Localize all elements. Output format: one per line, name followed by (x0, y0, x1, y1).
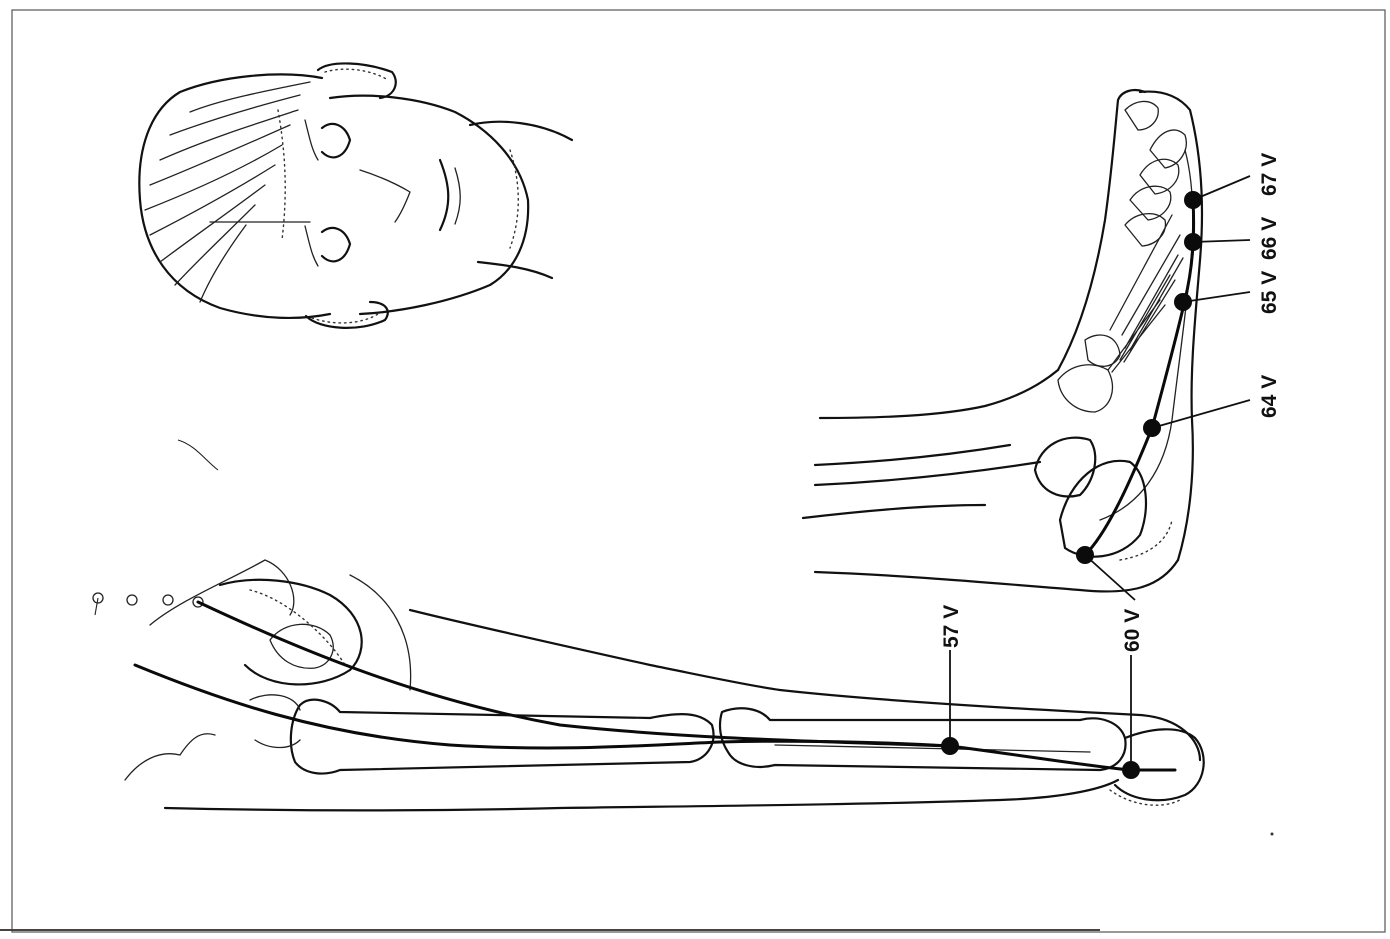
head-illustration (139, 63, 572, 327)
femur (291, 700, 714, 774)
mouth (440, 160, 448, 230)
talus (1035, 438, 1095, 497)
eye-upper (322, 124, 350, 157)
speck (178, 440, 218, 470)
dorsum (1058, 90, 1145, 370)
brow-lower (305, 226, 318, 266)
foot-illustration (803, 90, 1202, 591)
shin-front (820, 370, 1058, 418)
label-65: 65 V (1258, 271, 1281, 314)
sacrum (150, 560, 294, 625)
leg-front-outline (410, 610, 1200, 760)
sacral-tail (95, 598, 98, 615)
leader-64 (1152, 400, 1250, 428)
ilium-dots (250, 590, 345, 665)
acupoint-65-marker (1174, 293, 1192, 311)
inner-sole (1100, 150, 1193, 520)
ilium (220, 580, 362, 685)
label-57: 57 V (940, 605, 963, 648)
heel-pad-dots (1120, 520, 1172, 560)
speck-dot (1271, 833, 1274, 836)
leader-65 (1183, 292, 1250, 302)
nose (360, 170, 410, 222)
cuboid (1058, 365, 1112, 412)
heel-outline (815, 560, 1178, 591)
acupoint-60-leg-marker (1122, 761, 1140, 779)
acupoint-60-foot-marker (1076, 546, 1094, 564)
sacral-foramen-3 (163, 595, 173, 605)
label-66: 66 V (1258, 217, 1281, 260)
acupoint-66-marker (1184, 233, 1202, 251)
leg-back-outline (165, 780, 1118, 810)
buttock-detail (125, 734, 215, 780)
calf-back (803, 505, 985, 518)
phalanx-1 (1150, 130, 1186, 168)
face-outline (330, 96, 528, 314)
foot-dots (1110, 790, 1180, 805)
leader-60b (1085, 555, 1135, 600)
label-60: 60 V (1121, 609, 1144, 652)
neck-bottom (478, 262, 552, 278)
brow-upper (305, 120, 318, 160)
page-border (12, 10, 1385, 932)
leg-meridian-2 (135, 665, 950, 748)
label-67: 67 V (1258, 153, 1281, 196)
point-66: 66 V (1184, 217, 1281, 260)
point-57: 57 V (940, 605, 963, 755)
leg-illustration (93, 560, 1204, 810)
lip (455, 168, 460, 224)
hair-outline (139, 74, 330, 317)
acupoint-64-marker (1143, 419, 1161, 437)
label-64: 64 V (1258, 375, 1281, 418)
phalanx-5 (1125, 101, 1158, 130)
metatarsals (1108, 215, 1180, 370)
ear-top-detail (325, 69, 388, 80)
ear-top (318, 63, 396, 98)
phalanx-4 (1125, 214, 1165, 246)
fibula-line (815, 462, 1040, 485)
acupoint-67-marker (1184, 191, 1202, 209)
sacral-foramen-2 (127, 595, 137, 605)
gluteal-arc (350, 575, 411, 690)
eye-lower (322, 228, 350, 261)
tibia-line (815, 445, 1010, 465)
acupoint-57-marker (941, 737, 959, 755)
point-60: 60 V (1076, 546, 1144, 779)
